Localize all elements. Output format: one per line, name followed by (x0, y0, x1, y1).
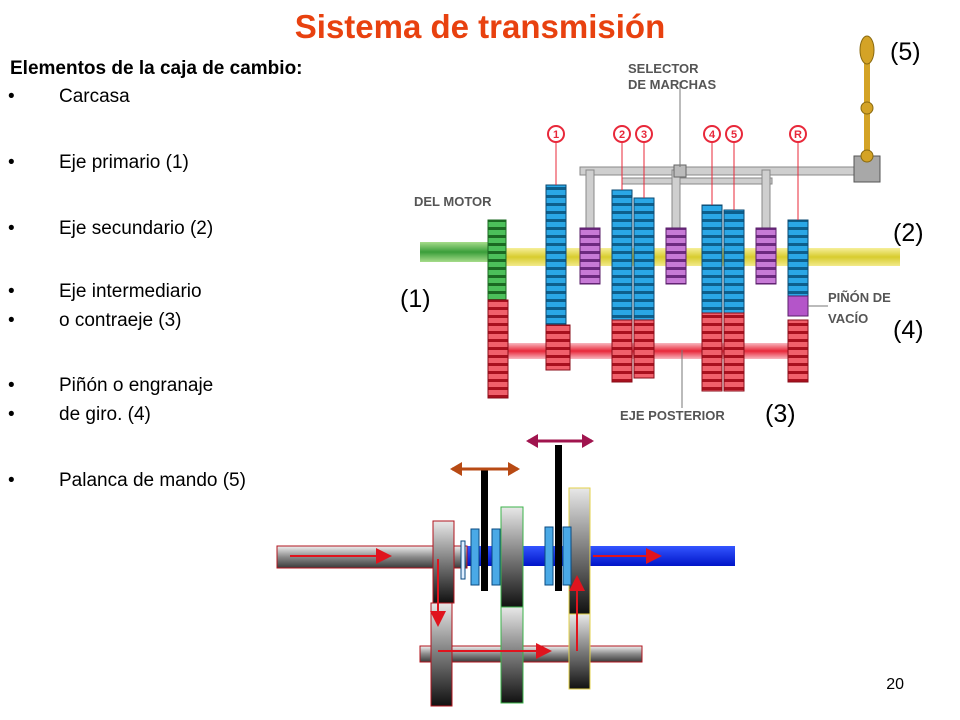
counter-gear (787, 319, 809, 383)
bullet-glyph: • (8, 375, 15, 396)
gear-3-upper (633, 197, 655, 331)
motor-label: DEL MOTOR (414, 194, 492, 209)
gear-upper (568, 487, 591, 615)
bullet-glyph: • (8, 281, 15, 302)
synchro (562, 526, 572, 586)
selector-label: DE MARCHAS (628, 77, 716, 92)
input-shaft (420, 242, 498, 262)
gear-schematic (276, 434, 735, 707)
bullet-glyph: • (8, 218, 15, 239)
gear-lower (500, 606, 524, 704)
counter-shaft (419, 645, 643, 663)
gear-mark: 3 (635, 125, 653, 143)
eje-posterior-label: EJE POSTERIOR (620, 408, 725, 423)
bullet-glyph: • (8, 86, 15, 107)
svg-text:5: 5 (731, 129, 737, 141)
callout-2: (2) (893, 219, 924, 247)
arrowhead (582, 434, 594, 448)
counter-gear (701, 312, 723, 392)
counter-gear (545, 324, 571, 371)
bullet-glyph: • (8, 404, 15, 425)
arrowhead (508, 462, 520, 476)
callout-1: (1) (400, 285, 431, 313)
svg-text:3: 3 (641, 129, 647, 141)
callout-5: (5) (890, 38, 921, 66)
page-title: Sistema de transmisión (294, 8, 666, 45)
arrowhead (526, 434, 538, 448)
svg-text:2: 2 (619, 129, 625, 141)
gear-mark: R (789, 125, 807, 143)
bullet-glyph: • (8, 310, 15, 331)
synchro (665, 227, 687, 285)
gear-1-upper (545, 184, 567, 331)
gear-lower (430, 602, 453, 707)
gear-mark: 2 (613, 125, 631, 143)
idler-label: PIÑÓN DE (828, 290, 891, 305)
idler-label: VACÍO (828, 311, 868, 326)
gearbox-illustration: 1 2 3 4 5 R SELECTOR DE MARCHAS DEL MOTO… (414, 35, 900, 423)
gear-4-upper (701, 204, 723, 331)
synchro-ring (460, 540, 466, 580)
synchro (491, 528, 501, 586)
gear-mark: 1 (547, 125, 565, 143)
page-number: 20 (886, 676, 904, 693)
idler-gear (787, 295, 809, 317)
selector-label: SELECTOR (628, 61, 699, 76)
bullet-glyph: • (8, 470, 15, 491)
lever-joint (860, 101, 874, 115)
svg-text:1: 1 (553, 129, 559, 141)
gear-mark: 4 (703, 125, 721, 143)
lever-knob (859, 35, 875, 65)
lever-joint (860, 149, 874, 163)
section-subtitle: Elementos de la caja de cambio: (10, 58, 303, 79)
gear-upper (500, 506, 524, 608)
input-gear (487, 219, 507, 301)
arrowhead (450, 462, 462, 476)
counter-gear (487, 299, 509, 399)
svg-text:R: R (794, 129, 802, 141)
gear-mark: 5 (725, 125, 743, 143)
shift-fork (555, 445, 562, 591)
callout-4: (4) (893, 316, 924, 344)
gear-lower (568, 613, 591, 690)
callout-3: (3) (765, 400, 796, 428)
counter-gear (723, 312, 745, 392)
synchro (579, 227, 601, 285)
counter-gear (633, 319, 655, 379)
synchro (470, 528, 480, 586)
synchro (755, 227, 777, 285)
synchro (544, 526, 554, 586)
shift-fork (481, 470, 488, 591)
svg-text:4: 4 (709, 129, 716, 141)
bullet-glyph: • (8, 152, 15, 173)
gear-2-upper (611, 189, 633, 331)
gear-upper (432, 520, 455, 604)
gear-5-upper (723, 209, 745, 331)
counter-gear (611, 319, 633, 383)
